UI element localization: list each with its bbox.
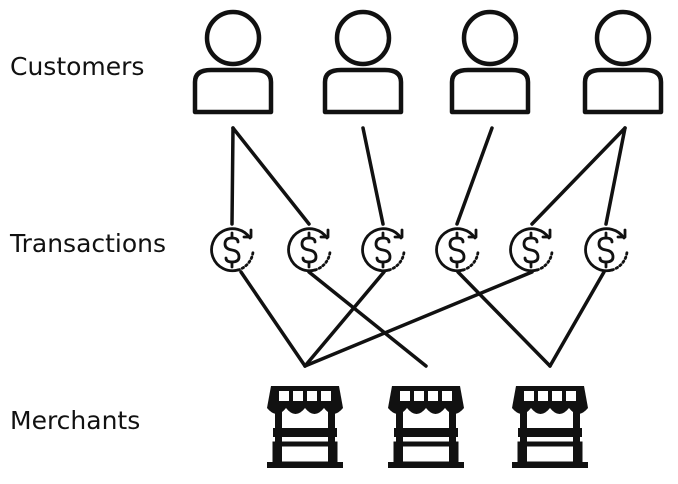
- dollar-cycle-icon: [287, 227, 332, 273]
- edge-transaction-2-merchant-2: [307, 270, 428, 368]
- edge-transaction-3-merchant-1: [303, 270, 386, 368]
- edge-transaction-1-merchant-1: [239, 270, 307, 368]
- person-icon: [192, 9, 274, 115]
- dollar-cycle-icon: [584, 227, 629, 273]
- person-icon: [582, 9, 664, 115]
- dollar-cycle-icon: [210, 227, 255, 273]
- merchants-label: Merchants: [10, 406, 141, 435]
- dollar-cycle-icon: [509, 227, 554, 273]
- edge-customer-4-transaction-6: [604, 126, 627, 226]
- edge-customer-1-transaction-2: [231, 126, 311, 226]
- storefront-icon: [267, 386, 343, 468]
- edge-transaction-4-merchant-3: [456, 270, 552, 368]
- edge-customer-1-transaction-1: [230, 126, 235, 226]
- edge-customer-3-transaction-4: [455, 126, 494, 226]
- edge-transaction-6-merchant-3: [548, 270, 606, 368]
- edge-customer-2-transaction-3: [361, 126, 385, 226]
- customers-label: Customers: [10, 52, 145, 81]
- storefront-icon: [512, 386, 588, 468]
- dollar-cycle-icon: [361, 227, 406, 273]
- transactions-label: Transactions: [10, 229, 167, 258]
- person-icon: [449, 9, 531, 115]
- storefront-icon: [388, 386, 464, 468]
- edge-customer-4-transaction-5: [530, 126, 627, 226]
- dollar-cycle-icon: [435, 227, 480, 273]
- person-icon: [322, 9, 404, 115]
- edge-transaction-5-merchant-1: [303, 270, 534, 368]
